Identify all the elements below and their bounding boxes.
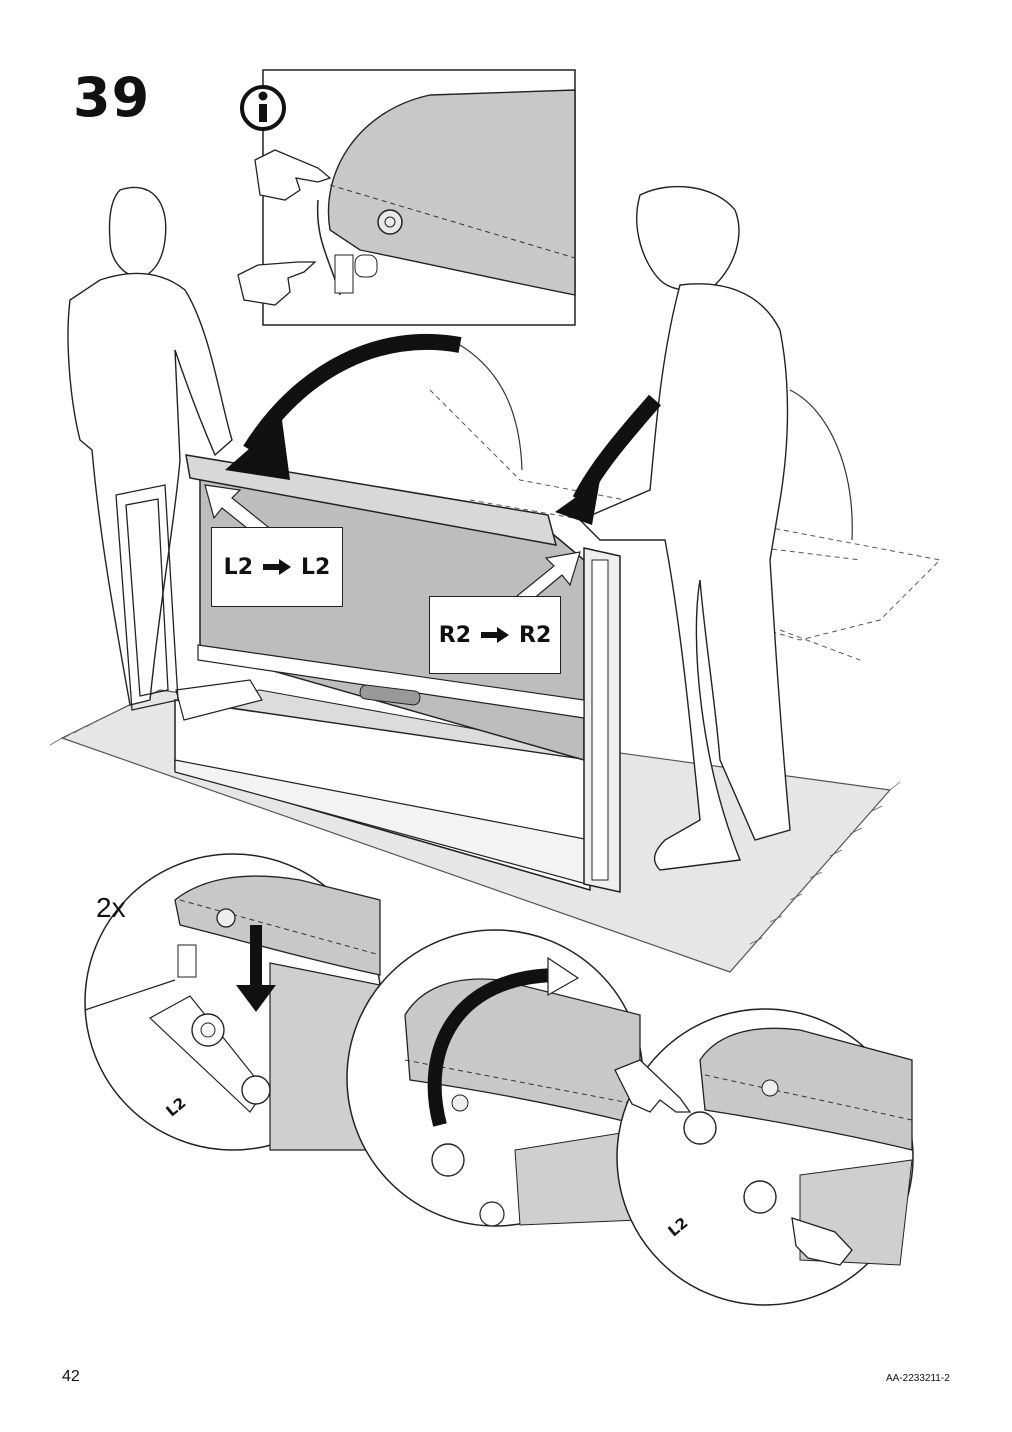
page-number: 42 <box>62 1368 80 1385</box>
pointing-hand-icon <box>237 261 317 306</box>
label-from: L2 <box>223 554 253 580</box>
document-code: AA-2233211-2 <box>886 1373 950 1384</box>
label-to: R2 <box>519 622 552 648</box>
detail-circle-1 <box>84 853 382 1151</box>
arrow-right-icon <box>481 627 509 643</box>
label-from: R2 <box>438 622 471 648</box>
ghost-frame <box>429 389 942 661</box>
down-arrow-icon <box>236 925 276 1012</box>
info-icon <box>240 85 286 131</box>
pointing-hand-icon <box>254 149 332 201</box>
inset-detail <box>316 89 576 296</box>
pointer-arrow <box>204 484 581 611</box>
pointing-hand-icon <box>791 1217 853 1266</box>
curved-arrow-icon <box>427 968 561 1127</box>
arrow-right-icon <box>263 559 291 575</box>
rug-fringe <box>49 719 901 945</box>
label-right-r2: R2 R2 <box>429 596 561 674</box>
detail-circle-3 <box>614 1008 914 1306</box>
person-left <box>67 186 233 706</box>
quantity-label: 2x <box>96 892 126 923</box>
detail-circle-2 <box>346 929 644 1227</box>
curved-arrow-icon <box>225 333 523 480</box>
curved-arrow-icon <box>555 389 853 541</box>
pointing-hand-icon <box>614 1059 692 1113</box>
bolt-icon <box>743 1180 777 1214</box>
bolt-icon <box>683 1111 717 1145</box>
folding-frame <box>115 484 179 711</box>
label-left-l2: L2 L2 <box>211 527 343 607</box>
label-to: L2 <box>301 554 331 580</box>
person-right <box>578 185 791 871</box>
step-number: 39 <box>73 66 151 129</box>
